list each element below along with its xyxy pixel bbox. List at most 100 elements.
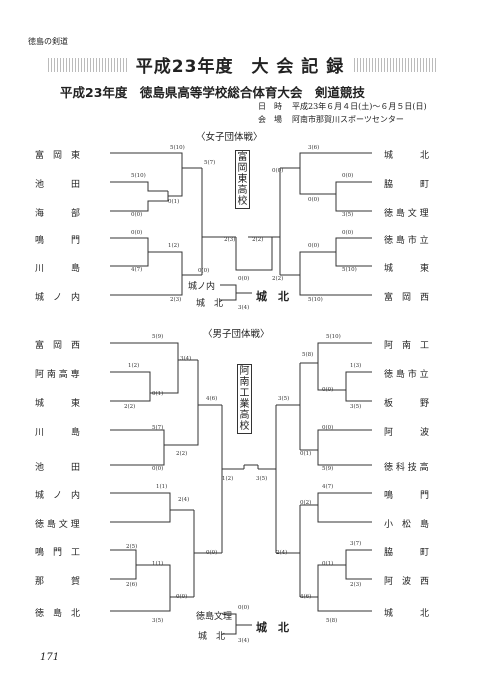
score: 2(2): [272, 276, 284, 282]
score: 4(6): [300, 594, 312, 600]
women-right-team: 徳 島 文 理: [384, 209, 429, 219]
score: 0(0): [308, 243, 320, 249]
score: 2(3): [170, 297, 182, 303]
men-third-a: 徳島文理: [196, 612, 233, 622]
date-label: 日 時: [258, 102, 282, 111]
women-left-team: 鳴 門: [35, 236, 81, 246]
score: 0(0): [308, 197, 320, 203]
men-left-team: 阿 南 高 専: [35, 370, 80, 380]
men-section-title: 〈男子団体戦〉: [203, 329, 270, 340]
women-right-team: 城 北: [384, 151, 430, 161]
women-right-team: 徳 島 市 立: [384, 236, 429, 246]
women-champion: 富岡東高校: [237, 152, 248, 207]
score: 0(0): [131, 230, 143, 236]
men-right-team: 阿 波 西: [384, 577, 430, 587]
women-section-title: 〈女子団体戦〉: [196, 132, 263, 143]
women-right-team: 城 東: [384, 264, 430, 274]
venue-label: 会 場: [258, 115, 282, 124]
score: 2(3): [350, 582, 362, 588]
score: 1(1): [152, 561, 164, 567]
score: 5(10): [342, 267, 357, 273]
score: 5(8): [302, 352, 314, 358]
venue-value: 阿南市那賀川スポーツセンター: [292, 115, 404, 124]
score: 0(2): [300, 500, 312, 506]
men-left-team: 徳 島 文 理: [35, 520, 80, 530]
score: 2(4): [276, 550, 288, 556]
page-number: 171: [40, 652, 60, 663]
score: 3(5): [278, 396, 290, 402]
men-champion-box: 阿南工業高校: [237, 364, 252, 434]
score: 0(0): [152, 466, 164, 472]
score: 5(7): [204, 160, 216, 166]
score: 3(4): [238, 305, 250, 311]
women-champion-box: 富岡東高校: [235, 150, 250, 209]
score: 5(9): [322, 466, 334, 472]
men-right-team: 板 野: [384, 399, 430, 409]
score: 1(2): [128, 363, 140, 369]
page-title: 平成23年度 大 会 記 録: [0, 52, 480, 77]
men-left-team: 池 田: [35, 463, 81, 473]
score: 5(10): [131, 173, 146, 179]
women-third-a: 城ノ内: [188, 282, 216, 292]
score: 0(0): [238, 605, 250, 611]
score: 1(2): [222, 476, 234, 482]
score: 0(0): [131, 212, 143, 218]
score: 2(6): [126, 582, 138, 588]
men-champion: 阿南工業高校: [239, 366, 250, 432]
score: 3(5): [152, 618, 164, 624]
score: 5(7): [152, 425, 164, 431]
men-left-team: 那 賀: [35, 577, 81, 587]
score: 2(2): [252, 237, 264, 243]
men-right-team: 徳 島 市 立: [384, 370, 429, 380]
women-left-team: 海 部: [35, 209, 81, 219]
score: 0(0): [238, 276, 250, 282]
women-right-team: 脇 町: [384, 180, 430, 190]
score: 4(6): [206, 396, 218, 402]
score: 2(3): [224, 237, 236, 243]
score: 5(10): [170, 145, 185, 151]
women-third-b: 城 北: [196, 299, 224, 309]
score: 0(0): [342, 173, 354, 179]
score: 2(2): [124, 404, 136, 410]
score: 2(5): [126, 544, 138, 550]
date-value: 平成23年６月４日(土)～６月５日(日): [292, 102, 427, 111]
score: 0(0): [322, 425, 334, 431]
men-right-team: 小 松 島: [384, 520, 430, 530]
women-right-team: 富 岡 西: [384, 293, 430, 303]
score: 3(7): [350, 541, 362, 547]
men-left-team: 城 東: [35, 399, 81, 409]
men-third-b: 城 北: [198, 632, 226, 642]
score: 0(0): [198, 268, 210, 274]
score: 3(5): [342, 212, 354, 218]
men-right-team: 徳 科 技 高: [384, 463, 429, 473]
score: 3(6): [308, 145, 320, 151]
header-tag: 徳島の剣道: [28, 37, 68, 46]
score: 0(1): [322, 561, 334, 567]
score: 5(9): [152, 334, 164, 340]
score: 0(0): [322, 387, 334, 393]
men-right-team: 阿 南 工: [384, 341, 430, 351]
men-right-team: 脇 町: [384, 548, 430, 558]
score: 3(5): [256, 476, 268, 482]
score: 0(0): [176, 594, 188, 600]
score: 0(1): [168, 199, 180, 205]
score: 1(3): [350, 363, 362, 369]
women-left-team: 川 島: [35, 264, 81, 274]
score: 0(0): [342, 230, 354, 236]
men-left-team: 川 島: [35, 428, 81, 438]
men-third-winner: 城 北: [256, 621, 289, 634]
score: 3(4): [180, 356, 192, 362]
men-left-team: 富 岡 西: [35, 341, 81, 351]
men-left-team: 城 ノ 内: [35, 491, 81, 501]
women-left-team: 城 ノ 内: [35, 293, 81, 303]
score: 5(8): [326, 618, 338, 624]
men-left-team: 徳 島 北: [35, 609, 81, 619]
page-subtitle: 平成23年度 徳島県高等学校総合体育大会 剣道競技: [60, 85, 365, 100]
score: 4(7): [131, 267, 143, 273]
women-third-winner: 城 北: [256, 290, 289, 303]
score: 0(1): [300, 451, 312, 457]
score: 3(4): [238, 638, 250, 644]
score: 0(0): [272, 168, 284, 174]
score: 2(4): [178, 497, 190, 503]
